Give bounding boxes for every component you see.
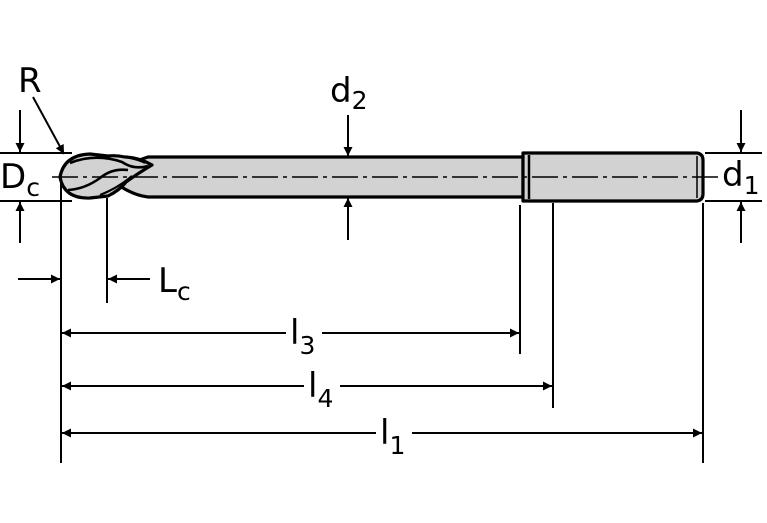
label-l3: l3 (290, 313, 315, 360)
dimension-arrows (15, 96, 746, 438)
label-dc: Dc (0, 157, 40, 202)
label-l1: l1 (380, 413, 405, 460)
label-l4: l4 (308, 366, 333, 413)
label-d2: d2 (330, 71, 368, 115)
tool-body (58, 151, 705, 203)
label-lc: Lc (158, 261, 191, 306)
extension-lines (0, 152, 762, 463)
flute-line (67, 168, 129, 192)
label-d1: d1 (722, 155, 760, 200)
flute-line (69, 156, 149, 169)
label-r: R (18, 61, 42, 101)
r-leader-arrow (32, 96, 65, 155)
flute-line (123, 156, 146, 164)
dimension-labels: R Dc d2 d1 Lc l3 l4 l1 (0, 61, 760, 460)
flute-line (99, 175, 133, 197)
